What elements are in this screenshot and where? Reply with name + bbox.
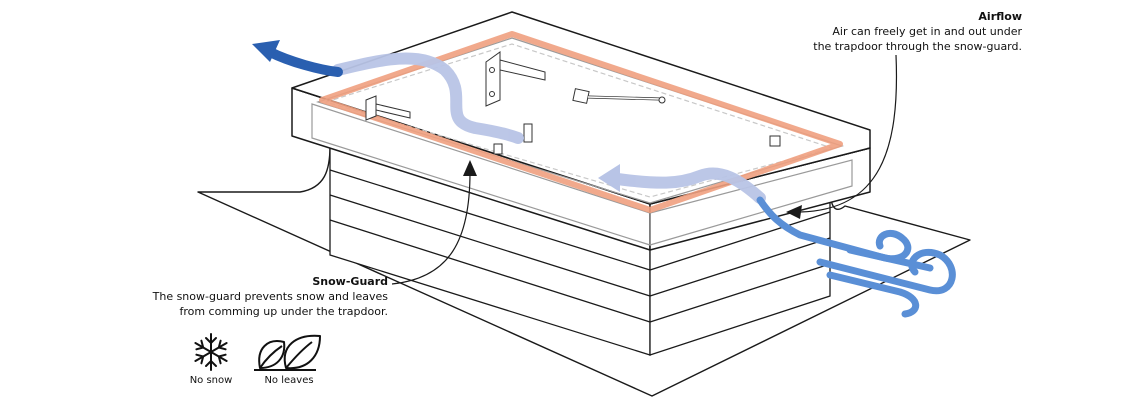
snow-guard-text-line2: from comming up under the trapdoor. (179, 305, 388, 318)
hinge-left (485, 51, 546, 107)
airflow-text-line2: the trapdoor through the snow-guard. (813, 40, 1022, 53)
leaves-icon (254, 334, 321, 371)
no-leaves-label: No leaves (264, 375, 314, 386)
snow-guard-leader-arrowhead (463, 160, 477, 176)
snow-guard-title: Snow-Guard (312, 275, 388, 288)
snow-guard-callout: Snow-Guard The snow-guard prevents snow … (120, 274, 388, 319)
airflow-callout: Airflow Air can freely get in and out un… (760, 9, 1022, 54)
hinge-front (365, 95, 411, 121)
snowflake-icon (194, 333, 228, 371)
airflow-out-arrow (252, 40, 343, 77)
airflow-title: Airflow (978, 10, 1022, 23)
airflow-inside (332, 52, 766, 204)
latch (493, 123, 781, 155)
airflow-leader (799, 54, 898, 213)
snow-guard-text-line1: The snow-guard prevents snow and leaves (152, 290, 388, 303)
gas-strut (572, 88, 666, 104)
no-snow-label: No snow (189, 375, 233, 386)
snow-guard-seal (319, 31, 843, 213)
wind-symbol (756, 196, 956, 318)
airflow-leader-arrowhead (786, 205, 802, 219)
airflow-inside-arrowhead (598, 164, 620, 192)
snow-guard-leader (391, 171, 471, 285)
airflow-text-line1: Air can freely get in and out under (832, 25, 1022, 38)
